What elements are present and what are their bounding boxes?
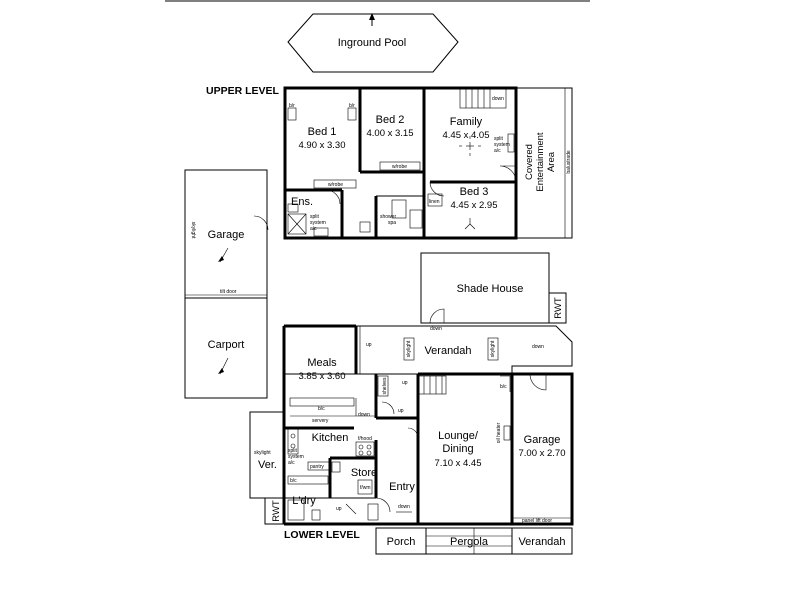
covered-line2-label: Entertainment — [535, 132, 546, 192]
split-label: split — [494, 136, 504, 142]
carport: Carport — [184, 297, 268, 399]
down-label: down — [398, 504, 410, 510]
garage-upper-label: Garage — [208, 229, 245, 241]
skylight-label: skylight — [254, 450, 271, 456]
up-label: up — [366, 342, 372, 348]
lower-level-title: LOWER LEVEL — [284, 529, 360, 541]
bir-label: b/r — [289, 103, 295, 109]
system-label: system — [494, 142, 510, 148]
ver-label: Ver. — [258, 459, 277, 471]
bir-label: b/r — [349, 103, 355, 109]
garage-lower-size-label: 7.00 x 2.70 — [518, 448, 565, 459]
system-label: system — [310, 220, 326, 226]
bed2-label: Bed 2 — [376, 114, 405, 126]
bed3-size-label: 4.45 x 2.95 — [450, 200, 497, 211]
shade-house: Shade House down RWT — [420, 252, 567, 332]
lounge-line2-label: Dining — [442, 443, 473, 455]
pergola-label: Pergola — [450, 536, 489, 548]
bench-label: b/c — [318, 406, 325, 412]
skylight-label: skylight — [490, 340, 496, 357]
ens-label: Ens. — [291, 196, 313, 208]
ac-label: a/c — [310, 226, 317, 232]
wrobe-label: w/robe — [328, 182, 343, 188]
lounge-line1-label: Lounge/ — [438, 430, 479, 442]
down-label: down — [492, 96, 504, 102]
upper-level-title: UPPER LEVEL — [206, 85, 280, 97]
bench-label: b/c — [290, 478, 297, 484]
covered-line1-label: Covered — [524, 144, 535, 180]
linen-label: linen — [429, 199, 440, 205]
meals-size-label: 3.85 x 3.60 — [298, 371, 345, 382]
up-label: up — [398, 408, 404, 414]
bed1-size-label: 4.90 x 3.30 — [298, 140, 345, 151]
panel-lift-door-label: panel lift door — [522, 518, 552, 524]
meals-label: Meals — [307, 357, 337, 369]
ac-label: a/c — [494, 148, 501, 154]
skylight-label: skylight — [406, 340, 412, 357]
system-label: system — [288, 454, 304, 460]
fbath-label: f/wm — [360, 485, 371, 491]
upper-garage: tilt door skylight Garage — [184, 169, 269, 299]
oil-heater-label: oil heater — [496, 422, 502, 443]
upper-stairs: down — [459, 87, 507, 109]
entry-label: Entry — [389, 481, 415, 493]
split-label: split — [310, 214, 320, 220]
lounge-size-label: 7.10 x 4.45 — [434, 458, 481, 469]
servery-label: servery — [312, 418, 329, 424]
fridge-label: f/hood — [358, 436, 372, 442]
family-size-label: 4.45 x 4.05 — [442, 130, 489, 141]
shelves-label: shelves — [382, 377, 388, 394]
covered-line3-label: Area — [546, 151, 557, 172]
spa-label: spa — [388, 220, 396, 226]
bench-label: b/c — [500, 384, 507, 390]
kitchen-label: Kitchen — [312, 432, 349, 444]
rwt-top-label: RWT — [553, 297, 564, 319]
down-label: down — [358, 412, 370, 418]
bed2-size-label: 4.00 x 3.15 — [366, 128, 413, 139]
down-label: down — [532, 344, 544, 350]
porch-label: Porch — [387, 536, 416, 548]
upper-level-plan: down b/r b/r w/robe w/robe split system … — [283, 86, 573, 240]
bed1-label: Bed 1 — [308, 126, 337, 138]
inground-pool: Inground Pool — [287, 13, 459, 73]
pool-label: Inground Pool — [338, 37, 407, 49]
down-label: down — [430, 326, 442, 332]
ac-label: a/c — [288, 460, 295, 466]
wrobe-label: w/robe — [392, 164, 407, 170]
laundry-label: L'dry — [292, 495, 316, 507]
lower-level-plan: Verandah skylight skylight up down up — [249, 324, 574, 555]
shower-label: shower — [380, 214, 396, 220]
shade-house-label: Shade House — [457, 283, 524, 295]
verandah-bottom-label: Verandah — [518, 536, 565, 548]
lower-stairs: up — [402, 375, 447, 395]
up-label: up — [336, 506, 342, 512]
pantry-label: pantry — [310, 464, 324, 470]
up-label: up — [402, 380, 408, 386]
carport-label: Carport — [208, 339, 245, 351]
garage-lower-label: Garage — [524, 434, 561, 446]
verandah-top-label: Verandah — [424, 345, 471, 357]
family-label: Family — [450, 116, 483, 128]
tilt-door-label: tilt door — [220, 289, 237, 295]
balustrade-label: balustrade — [566, 150, 572, 174]
bed3-label: Bed 3 — [460, 186, 489, 198]
split-label: split — [288, 448, 298, 454]
rwt-bottom-label: RWT — [271, 500, 282, 522]
skylight-label: skylight — [190, 222, 196, 239]
store-label: Store — [351, 467, 377, 479]
